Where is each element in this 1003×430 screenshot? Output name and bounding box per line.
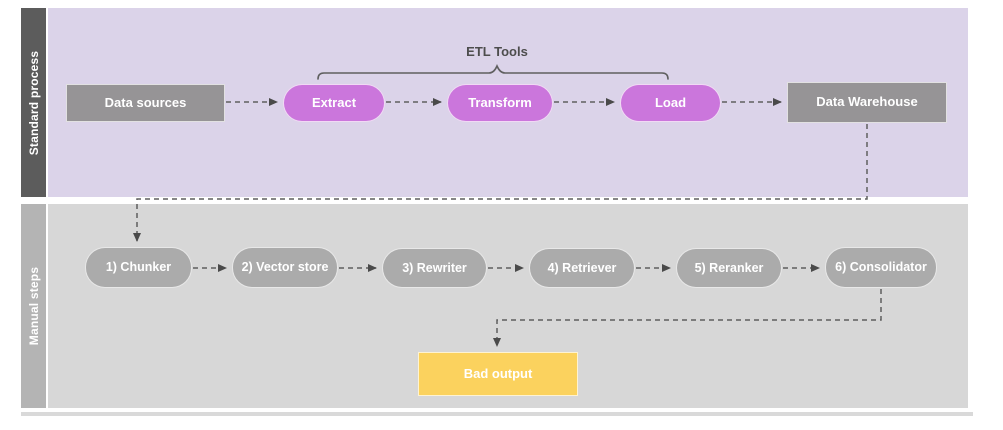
load-node: Load <box>620 84 721 122</box>
data-warehouse-node: Data Warehouse <box>787 82 947 123</box>
rewriter-node: 3) Rewriter <box>382 248 487 288</box>
transform-node: Transform <box>447 84 553 122</box>
vector-store-node: 2) Vector store <box>232 247 338 288</box>
manual-steps-lane-header: Manual steps <box>21 204 46 408</box>
manual-steps-lane-label: Manual steps <box>26 266 41 346</box>
bad-output-node: Bad output <box>418 352 578 396</box>
chunker-node: 1) Chunker <box>85 247 192 288</box>
standard-process-lane-label: Standard process <box>26 50 41 155</box>
retriever-node: 4) Retriever <box>529 248 635 288</box>
data-sources-node: Data sources <box>66 84 225 122</box>
consolidator-node: 6) Consolidator <box>825 247 937 288</box>
standard-process-lane-header: Standard process <box>21 8 46 197</box>
reranker-node: 5) Reranker <box>676 248 782 288</box>
next-lane-edge <box>21 412 973 416</box>
extract-node: Extract <box>283 84 385 122</box>
etl-tools-group-label: ETL Tools <box>466 44 528 59</box>
